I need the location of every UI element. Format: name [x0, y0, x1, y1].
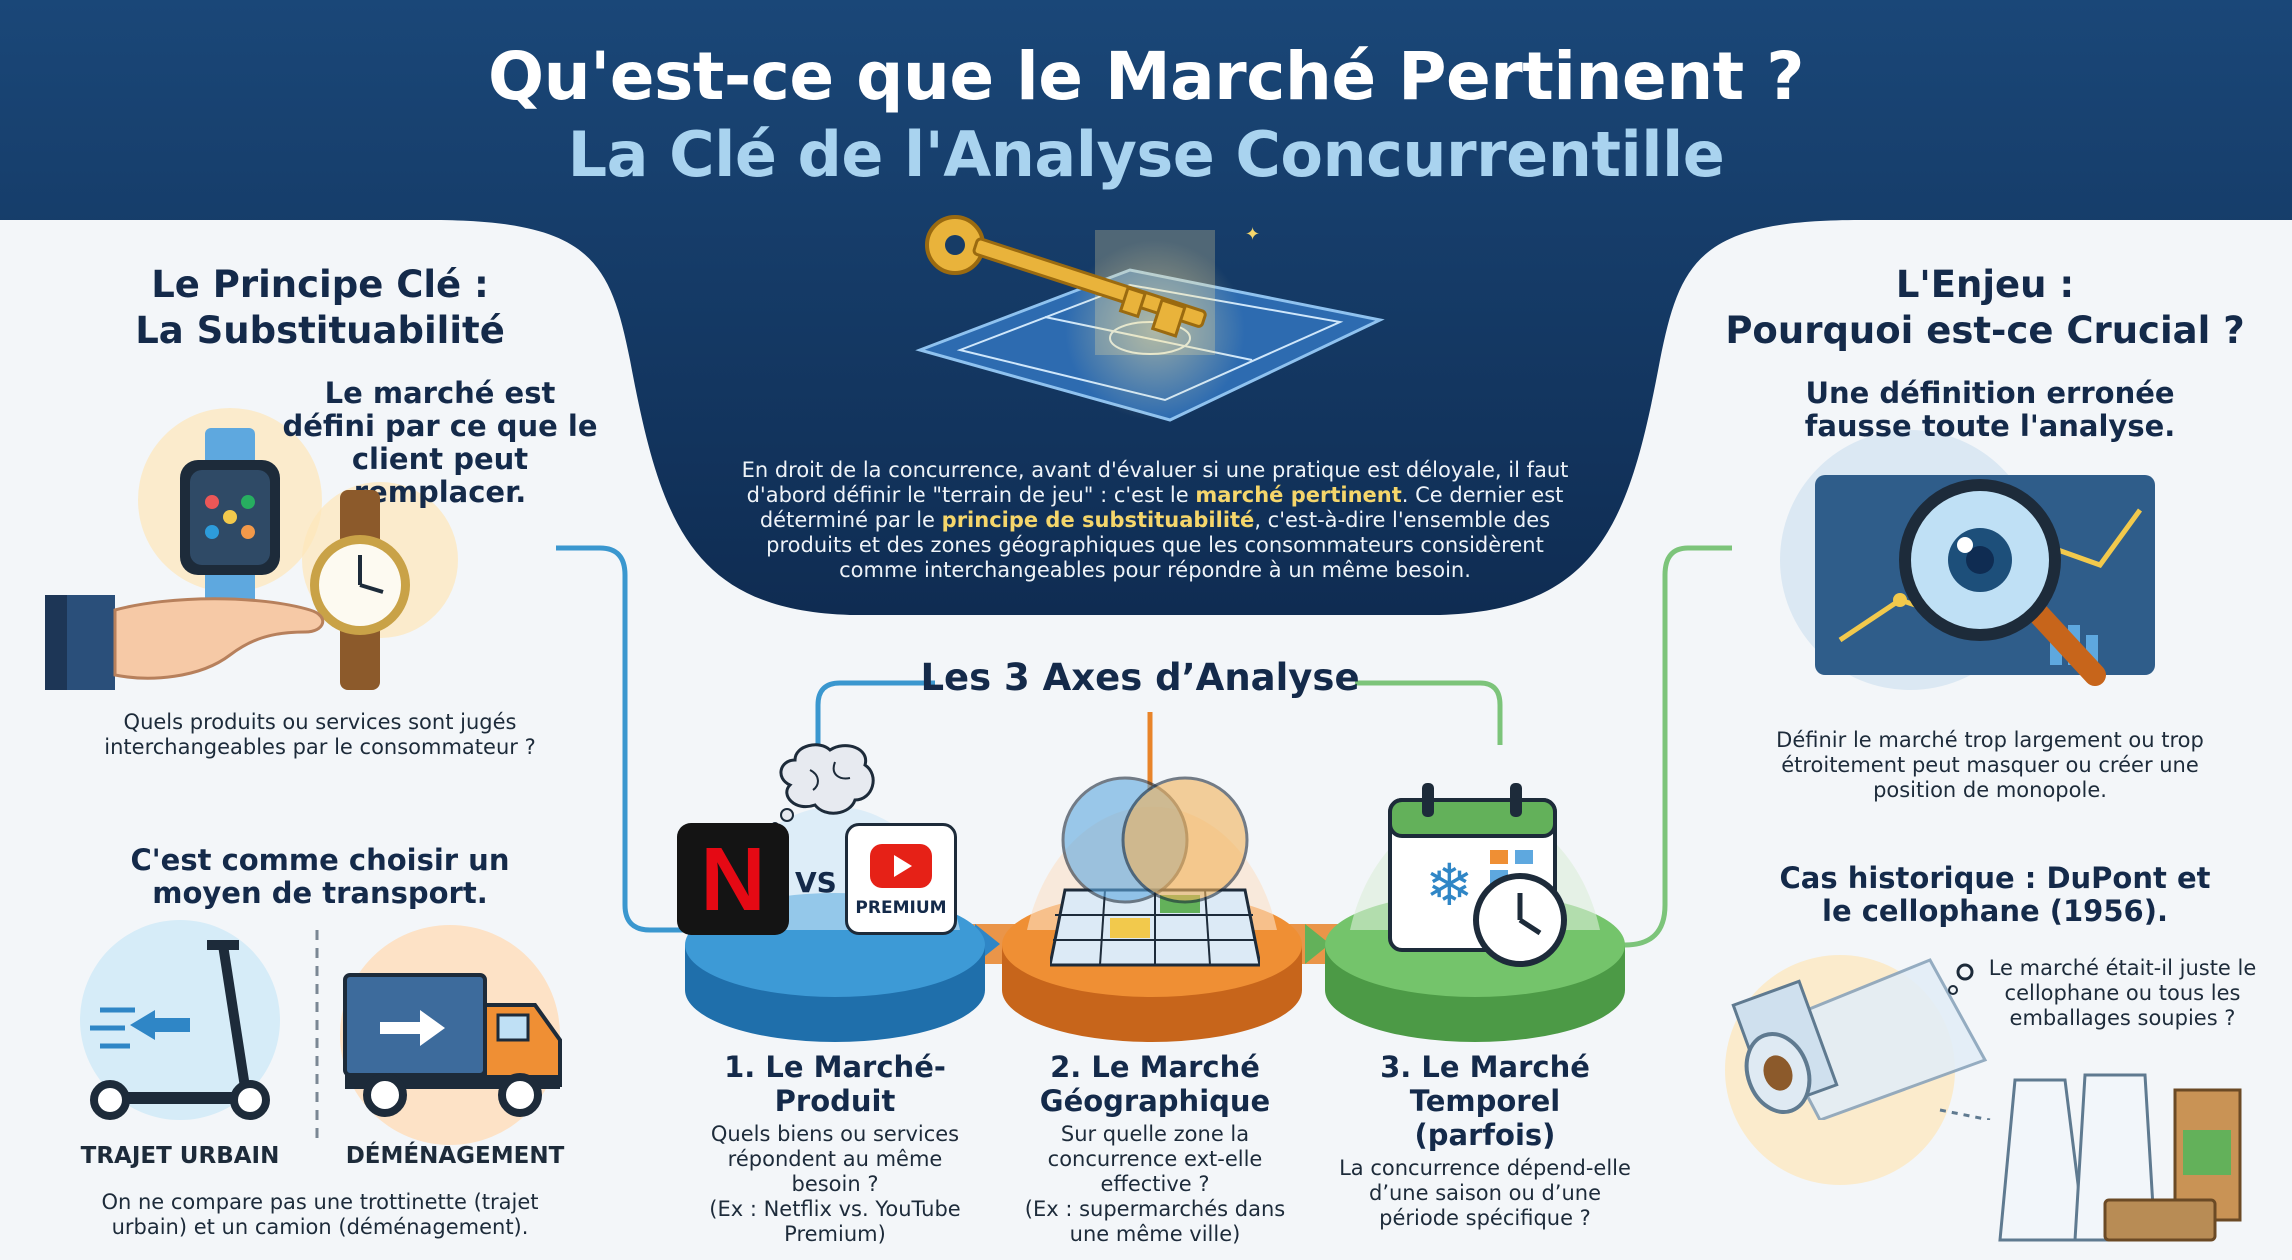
intro-text-3: , c'est-à-dire l'ensemble des produits e… — [766, 508, 1551, 582]
label-trajet-urbain: TRAJET URBAIN — [80, 1143, 280, 1169]
vs-label: VS — [795, 866, 837, 899]
left-analogy: C'est comme choisir un moyen de transpor… — [130, 843, 510, 910]
magnifier-chart-illustration — [1815, 475, 2155, 686]
smartwatch-icon — [180, 428, 280, 608]
svg-text:❄: ❄ — [1425, 851, 1474, 919]
intro-paragraph: En droit de la concurrence, avant d'éval… — [735, 458, 1575, 583]
left-heading: Le Principe Clé : La Substituabilité — [60, 262, 580, 354]
axis-product: 1. Le Marché-Produit Quels biens ou serv… — [690, 1050, 980, 1247]
intro-text-2: . Ce dernier est déterminé par le — [759, 483, 1564, 532]
youtube-premium-logo: PREMIUM — [845, 823, 957, 935]
left-statement: Le marché est défini par ce que le clien… — [282, 376, 598, 509]
page-subtitle: La Clé de l'Analyse Concurrentille — [567, 118, 1725, 191]
thought-dots-icon — [1939, 963, 1991, 1120]
right-heading-line1: L'Enjeu : — [1895, 263, 2075, 306]
premium-label: PREMIUM — [855, 898, 947, 918]
axis-product-example: (Ex : Netflix vs. YouTube Premium) — [709, 1197, 961, 1246]
label-demenagement: DÉMÉNAGEMENT — [345, 1143, 565, 1169]
case-question: Le marché était-il juste le cellophane o… — [1988, 956, 2257, 1030]
svg-text:✦: ✦ — [1245, 224, 1260, 245]
intro-highlight-marche-pertinent: marché pertinent — [1195, 483, 1402, 507]
axis-temporal-title: 3. Le Marché Temporel (parfois) — [1380, 1050, 1590, 1152]
axis-temporal: 3. Le Marché Temporel (parfois) La concu… — [1335, 1050, 1635, 1231]
left-note: On ne compare pas une trottinette (traje… — [101, 1190, 539, 1239]
axis-geographic-title: 2. Le Marché Géographique — [1039, 1050, 1271, 1118]
venn-map-grid-icon — [1050, 776, 1260, 967]
axis-product-title: 1. Le Marché-Produit — [724, 1050, 946, 1118]
calendar-clock-icon: ❄ — [1388, 783, 1567, 967]
intro-text-1: En droit de la concurrence, avant d'éval… — [741, 458, 1569, 507]
axes-title: Les 3 Axes d’Analyse — [920, 656, 1360, 699]
left-question: Quels produits ou services sont jugés in… — [104, 710, 536, 759]
right-heading: L'Enjeu : Pourquoi est-ce Crucial ? — [1705, 262, 2265, 354]
right-statement: Une définition erronée fausse toute l'an… — [1804, 376, 2176, 443]
right-heading-line2: Pourquoi est-ce Crucial ? — [1725, 309, 2245, 352]
netflix-logo: N — [677, 823, 789, 935]
cellophane-roll-icon — [1731, 958, 1988, 1120]
axis-temporal-text: La concurrence dépend-elle d’une saison … — [1339, 1156, 1631, 1230]
packaging-icon — [1998, 1073, 2242, 1242]
left-heading-line2: La Substituabilité — [135, 309, 505, 352]
case-title: Cas historique : DuPont et le cellophane… — [1779, 861, 2211, 928]
youtube-play-icon — [870, 844, 932, 888]
intro-highlight-substituabilite: principe de substituabilité — [941, 508, 1255, 532]
right-explanation: Définir le marché trop largement ou trop… — [1776, 728, 2204, 802]
axis-geographic-text: Sur quelle zone la concurrence ext-elle … — [1047, 1122, 1263, 1196]
magnifying-glass-icon — [1899, 479, 2106, 686]
left-heading-line1: Le Principe Clé : — [151, 263, 489, 306]
axis-geographic: 2. Le Marché Géographique Sur quelle zon… — [1010, 1050, 1300, 1247]
axis-geographic-example: (Ex : supermarchés dans une même ville) — [1024, 1197, 1286, 1246]
analog-watch-icon — [310, 490, 410, 690]
key-icon — [925, 215, 1207, 338]
scooter-icon — [90, 940, 270, 1120]
truck-icon — [343, 973, 562, 1117]
axis-product-text: Quels biens ou services répondent au mêm… — [710, 1122, 960, 1196]
page-title: Qu'est-ce que le Marché Pertinent ? — [487, 38, 1805, 115]
hand-icon — [45, 595, 324, 690]
brain-thought-icon — [771, 743, 875, 830]
hand-offering-watches-illustration — [45, 428, 410, 690]
key-on-field-illustration: ✦ — [915, 215, 1385, 422]
